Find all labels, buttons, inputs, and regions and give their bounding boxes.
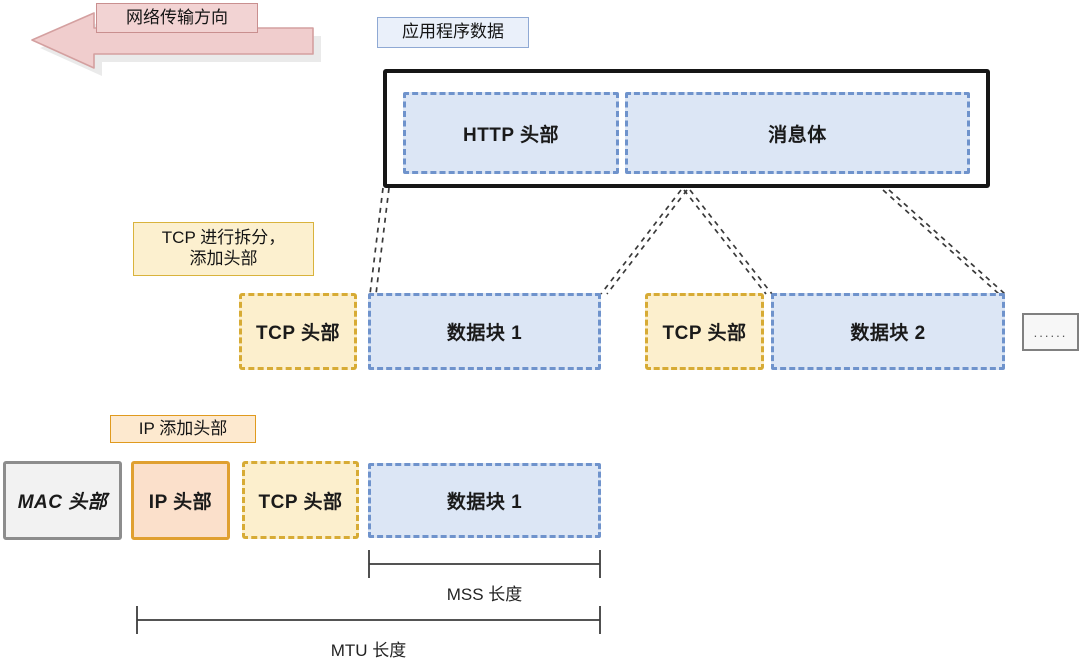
- tcp-header-label-2: TCP 头部: [662, 323, 747, 344]
- data-chunk-block-3: 数据块 1: [368, 463, 601, 538]
- segmentation-connectors: [369, 187, 1006, 295]
- data-chunk-label-3: 数据块 1: [446, 492, 523, 513]
- network-direction-arrow: [31, 12, 321, 76]
- tcp-header-block-3: TCP 头部: [242, 461, 359, 539]
- mtu-measure-bar: [136, 606, 601, 634]
- direction-label: 网络传输方向: [96, 3, 258, 33]
- data-chunk-block-2: 数据块 2: [771, 293, 1005, 370]
- http-header-block: HTTP 头部: [403, 92, 619, 174]
- mtu-length-label: MTU 长度: [330, 641, 407, 660]
- ip-header-block: IP 头部: [131, 461, 230, 540]
- ip-add-header-label: IP 添加头部: [110, 415, 256, 443]
- mac-header-block: MAC 头部: [3, 461, 122, 540]
- tcp-split-label: TCP 进行拆分， 添加头部: [133, 222, 314, 276]
- mss-measure-bar: [368, 550, 601, 578]
- ellipsis-block: ......: [1022, 313, 1079, 351]
- tcp-header-label-3: TCP 头部: [258, 491, 343, 513]
- data-chunk-block-1: 数据块 1: [368, 293, 601, 370]
- application-data-container: HTTP 头部 消息体: [383, 69, 990, 188]
- data-chunk-label-1: 数据块 1: [446, 323, 523, 344]
- mss-length-label: MSS 长度: [446, 585, 523, 604]
- ip-header-label: IP 头部: [148, 492, 213, 513]
- tcp-header-label-1: TCP 头部: [256, 323, 340, 344]
- tcp-header-block-2: TCP 头部: [645, 293, 764, 370]
- http-header-label: HTTP 头部: [462, 124, 560, 146]
- message-body-block: 消息体: [625, 92, 970, 174]
- message-body-label: 消息体: [768, 124, 827, 146]
- mac-header-label: MAC 头部: [17, 492, 108, 513]
- tcp-header-block-1: TCP 头部: [239, 293, 357, 370]
- app-data-label: 应用程序数据: [377, 17, 529, 48]
- data-chunk-label-2: 数据块 2: [850, 323, 926, 344]
